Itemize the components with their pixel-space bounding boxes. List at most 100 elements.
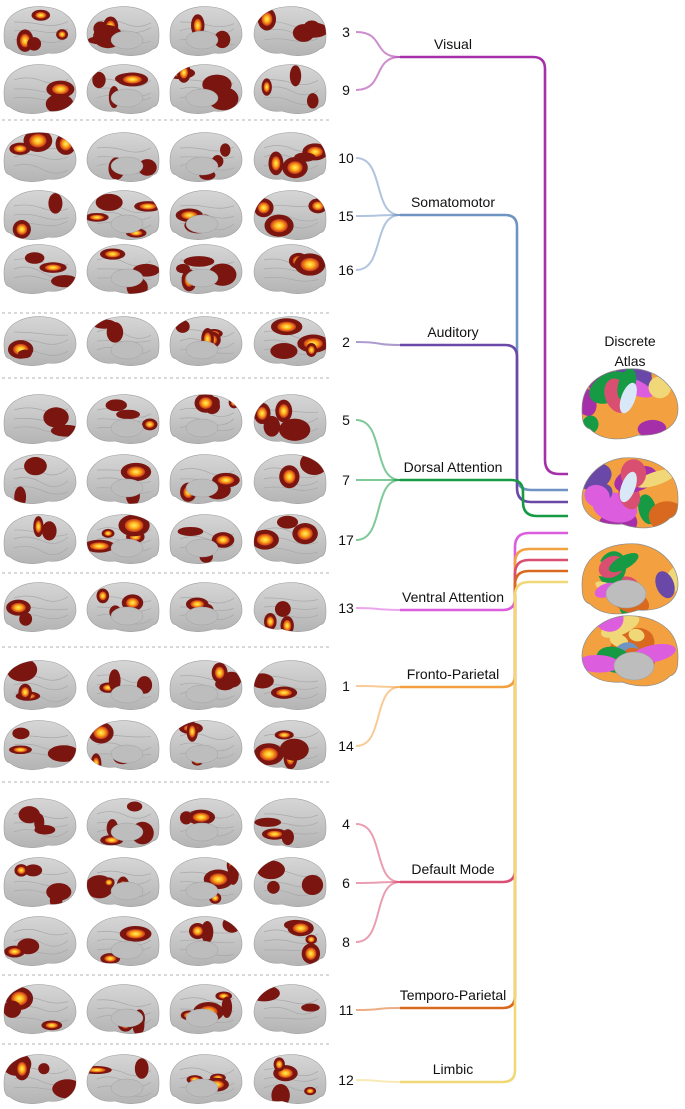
connector-trunk-1 (400, 55, 568, 476)
atlas-view-1 (581, 368, 679, 440)
atlas-view-3 (581, 543, 679, 615)
brain-map-15-view-4 (253, 190, 327, 240)
brain-map-3-view-3 (169, 6, 243, 56)
brain-map-4-view-2 (86, 798, 160, 848)
brain-map-6-view-1 (3, 857, 77, 907)
atlas-title-line1: Discrete (604, 333, 656, 349)
connector-trunk-2 (400, 213, 568, 492)
connector-branch-1 (355, 685, 401, 688)
discrete-atlas: Discrete Atlas (581, 333, 679, 687)
brain-map-8-view-1 (3, 916, 77, 966)
component-number-1: 1 (342, 678, 350, 694)
atlas-view-2 (581, 457, 679, 529)
brain-map-1-view-3 (169, 660, 243, 710)
component-number-2: 2 (342, 334, 350, 350)
brain-map-1-view-4 (253, 660, 327, 710)
component-number-9: 9 (342, 82, 350, 98)
brain-map-9-view-3 (169, 64, 243, 114)
component-number-17: 17 (338, 532, 354, 548)
component-brain-maps (3, 6, 327, 1104)
connector-trunk-9 (400, 580, 568, 1084)
component-number-4: 4 (342, 816, 350, 832)
connector-branch-2 (355, 341, 401, 346)
brain-map-1-view-2 (86, 660, 160, 710)
brain-map-5-view-2 (86, 394, 160, 444)
brain-map-11-view-2 (86, 984, 160, 1034)
brain-map-11-view-3 (169, 984, 243, 1034)
connector-trunk-4 (400, 478, 568, 518)
brain-map-5-view-3 (169, 394, 243, 444)
brain-map-14-view-4 (253, 720, 327, 770)
brain-map-2-view-3 (169, 316, 243, 366)
connector-branch-12 (355, 1079, 401, 1083)
brain-map-14-view-1 (3, 720, 77, 770)
brain-map-3-view-4 (253, 6, 327, 56)
brain-map-10-view-2 (86, 132, 160, 182)
network-label-9: Limbic (433, 1061, 473, 1077)
brain-map-3-view-2 (86, 6, 160, 56)
brain-map-13-view-3 (169, 582, 243, 632)
brain-map-12-view-2 (86, 1054, 160, 1104)
network-connectors (355, 31, 568, 1084)
brain-map-17-view-4 (253, 514, 327, 564)
brain-map-12-view-4 (253, 1054, 327, 1104)
brain-map-11-view-1 (3, 984, 77, 1034)
component-number-8: 8 (342, 934, 350, 950)
brain-map-8-view-2 (86, 916, 160, 966)
component-number-15: 15 (338, 208, 354, 224)
component-number-12: 12 (338, 1072, 354, 1088)
network-label-4: Dorsal Attention (404, 459, 503, 475)
brain-map-7-view-1 (3, 454, 77, 504)
brain-map-5-view-1 (3, 394, 77, 444)
brain-map-16-view-4 (253, 244, 327, 294)
brain-map-6-view-2 (86, 857, 160, 907)
network-label-3: Auditory (427, 324, 478, 340)
atlas-title-line2: Atlas (614, 353, 645, 369)
brain-map-15-view-2 (86, 190, 160, 240)
brain-map-16-view-2 (86, 244, 160, 294)
brain-map-13-view-2 (86, 582, 160, 632)
brain-map-5-view-4 (253, 394, 327, 444)
brain-map-16-view-1 (3, 244, 77, 294)
component-number-6: 6 (342, 875, 350, 891)
network-label-8: Temporo-Parietal (400, 987, 507, 1003)
brain-map-14-view-3 (169, 720, 243, 770)
brain-map-9-view-4 (253, 64, 327, 114)
connector-branch-4 (355, 823, 401, 883)
component-number-13: 13 (338, 600, 354, 616)
brain-map-12-view-1 (3, 1054, 77, 1104)
component-number-11: 11 (339, 1002, 354, 1018)
brain-map-14-view-2 (86, 720, 160, 770)
brain-map-12-view-3 (169, 1054, 243, 1104)
connector-branch-8 (355, 881, 401, 943)
connector-trunk-8 (400, 569, 568, 1010)
connector-branch-14 (355, 686, 401, 747)
brain-map-7-view-4 (253, 454, 327, 504)
brain-map-4-view-4 (253, 798, 327, 848)
row-separators (2, 119, 332, 1045)
connector-branch-11 (355, 1007, 401, 1011)
brain-map-11-view-4 (253, 984, 327, 1034)
brain-map-9-view-2 (86, 64, 160, 114)
brain-map-15-view-1 (3, 190, 77, 240)
brain-map-4-view-1 (3, 798, 77, 848)
brain-map-6-view-4 (253, 857, 327, 907)
brain-map-10-view-3 (169, 132, 243, 182)
network-label-2: Somatomotor (411, 194, 495, 210)
brain-map-7-view-3 (169, 454, 243, 504)
brain-map-13-view-1 (3, 582, 77, 632)
brain-map-15-view-3 (169, 190, 243, 240)
connector-branch-16 (355, 214, 401, 271)
atlas-brain-views (581, 368, 679, 687)
connector-branch-5 (355, 419, 401, 481)
brain-map-13-view-4 (253, 582, 327, 632)
brain-map-2-view-1 (3, 316, 77, 366)
brain-map-1-view-1 (3, 660, 77, 710)
component-number-14: 14 (338, 738, 354, 754)
brain-map-4-view-3 (169, 798, 243, 848)
brain-map-2-view-4 (253, 316, 327, 366)
brain-map-17-view-2 (86, 514, 160, 564)
brain-map-8-view-4 (253, 916, 327, 966)
brain-map-10-view-4 (253, 132, 327, 182)
component-number-16: 16 (338, 262, 354, 278)
